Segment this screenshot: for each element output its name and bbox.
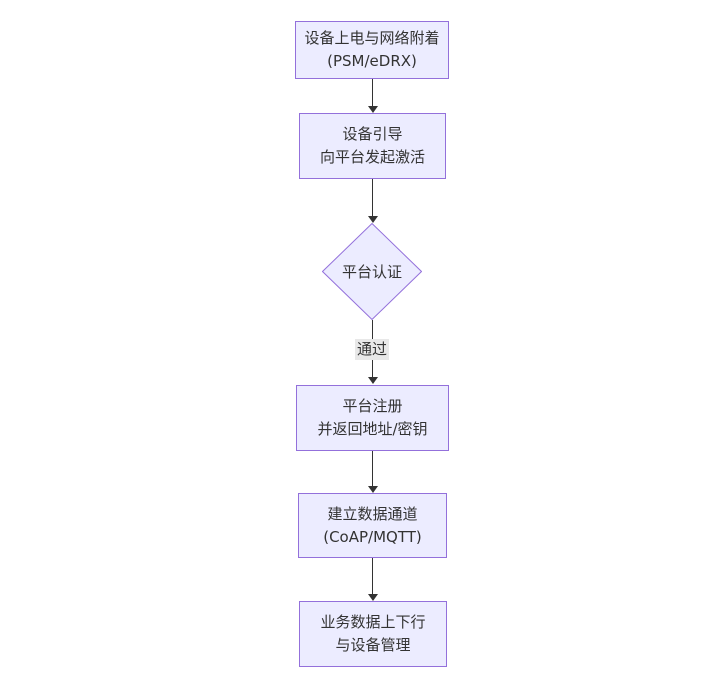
- node-label-line: 向平台发起激活: [319, 148, 425, 166]
- edge-line: [372, 451, 373, 486]
- arrowhead-down-icon: [367, 486, 378, 493]
- arrowhead-down-icon: [367, 377, 378, 384]
- node-label-line: 平台注册: [342, 397, 403, 415]
- node-platform-register: 平台注册 并返回地址/密钥: [296, 385, 449, 451]
- node-platform-auth-decision: 平台认证: [322, 223, 422, 320]
- node-power-network-attach: 设备上电与网络附着 (PSM/eDRX): [295, 21, 449, 79]
- node-label-line: 平台认证: [341, 263, 402, 281]
- node-label-line: 设备引导: [342, 125, 403, 143]
- node-data-channel: 建立数据通道 (CoAP/MQTT): [298, 493, 447, 558]
- node-label-line: 建立数据通道: [327, 504, 418, 523]
- edge-connector: [367, 558, 378, 601]
- node-label-line: 业务数据上下行: [320, 613, 426, 631]
- node-business-data: 业务数据上下行 与设备管理: [299, 601, 447, 667]
- node-label-line: 与设备管理: [335, 636, 411, 654]
- diamond-shape: [322, 223, 422, 320]
- arrowhead-down-icon: [367, 594, 378, 601]
- arrowhead-down-icon: [367, 106, 378, 113]
- node-label-line: 设备上电与网络附着: [304, 29, 440, 47]
- node-label-line: (PSM/eDRX): [327, 52, 417, 70]
- edge-label-pass: 通过: [355, 339, 390, 360]
- edge-line: [372, 558, 373, 594]
- edge-connector: [367, 79, 378, 113]
- edge-line: [372, 79, 373, 106]
- node-label-line: 并返回地址/密钥: [317, 420, 428, 438]
- node-label-line: (CoAP/MQTT): [323, 527, 422, 546]
- edge-connector: [367, 179, 378, 223]
- edge-connector: [367, 451, 378, 493]
- edge-line: [372, 179, 373, 216]
- node-device-bootstrap: 设备引导 向平台发起激活: [299, 113, 446, 179]
- arrowhead-down-icon: [367, 216, 378, 223]
